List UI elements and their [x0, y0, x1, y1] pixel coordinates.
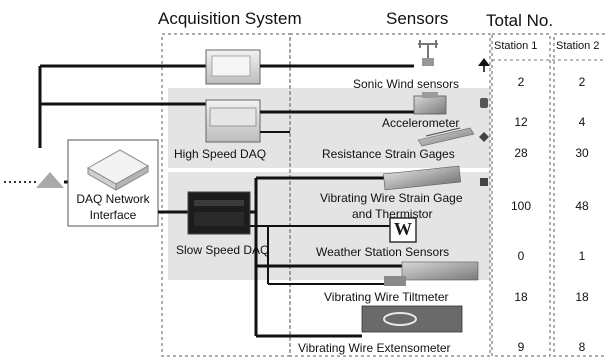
- resistance-strain-gages-label: Resistance Strain Gages: [322, 147, 455, 161]
- station1-count-weather: 0: [517, 249, 525, 263]
- slow-speed-daq-label: Slow Speed DAQ: [176, 243, 270, 257]
- tiltmeter-icon: [384, 261, 479, 286]
- station1-count-accelerometer: 12: [514, 115, 528, 129]
- vw-strain-gage-label-line2: and Thermistor: [352, 207, 433, 221]
- station2-column-frame: [553, 33, 606, 357]
- station1-count-sonic: 2: [517, 75, 525, 89]
- station1-count-extensometer: 9: [517, 340, 525, 354]
- sonic-wind-sensors-label: Sonic Wind sensors: [353, 77, 460, 91]
- cylinder-icon: [480, 98, 488, 108]
- diamond-icon: [479, 132, 489, 142]
- sensors-column-frame: [289, 33, 491, 357]
- station2-count-accelerometer: 4: [578, 115, 586, 129]
- station1-count-tiltmeter: 18: [514, 290, 528, 304]
- square-icon: [480, 178, 488, 186]
- weather-w-icon: W: [394, 219, 412, 239]
- accelerometer-icon: [413, 92, 447, 115]
- high-speed-daq-label: High Speed DAQ: [174, 147, 267, 161]
- total-no-header: Total No.: [486, 11, 554, 30]
- station1-header: Station 1: [494, 40, 538, 52]
- extensometer-icon: [361, 305, 463, 333]
- wind-daq-panel: [211, 55, 251, 77]
- network-antenna-icon: [36, 172, 64, 188]
- station1-column-frame: [491, 33, 551, 357]
- network-interface-device-icon: [86, 149, 150, 191]
- station2-count-resistance: 30: [575, 146, 589, 160]
- sonic-wind-sensor-icon: [418, 40, 438, 66]
- station1-count-vw-strain: 100: [510, 199, 532, 213]
- acquisition-system-header: Acquisition System: [158, 9, 302, 28]
- station2-count-vw-strain: 48: [575, 199, 589, 213]
- station2-header: Station 2: [556, 40, 600, 52]
- daq-network-label-line2: Interface: [89, 208, 137, 222]
- sensors-header: Sensors: [386, 9, 449, 28]
- antenna-icon: [478, 58, 490, 72]
- vw-extensometer-label: Vibrating Wire Extensometer: [298, 341, 451, 355]
- weather-station-icon: [389, 217, 417, 243]
- vw-strain-gage-label-line1: Vibrating Wire Strain Gage: [320, 191, 463, 205]
- high-daq-panel: [209, 107, 257, 127]
- station2-count-extensometer: 8: [578, 340, 586, 354]
- vw-strain-gage-icon: [383, 165, 461, 191]
- station2-count-weather: 1: [578, 249, 586, 263]
- slow-daq-front: [194, 212, 244, 226]
- station1-count-resistance: 28: [514, 146, 528, 160]
- daq-network-label-line1: DAQ Network: [76, 192, 150, 206]
- slow-daq-vent: [194, 200, 244, 206]
- station2-count-tiltmeter: 18: [575, 290, 589, 304]
- resistance-strain-gage-icon: [417, 127, 475, 147]
- vw-tiltmeter-label: Vibrating Wire Tiltmeter: [324, 290, 449, 304]
- station2-count-sonic: 2: [578, 75, 586, 89]
- accelerometer-label: Accelerometer: [382, 116, 460, 130]
- weather-station-sensors-label: Weather Station Sensors: [316, 245, 450, 259]
